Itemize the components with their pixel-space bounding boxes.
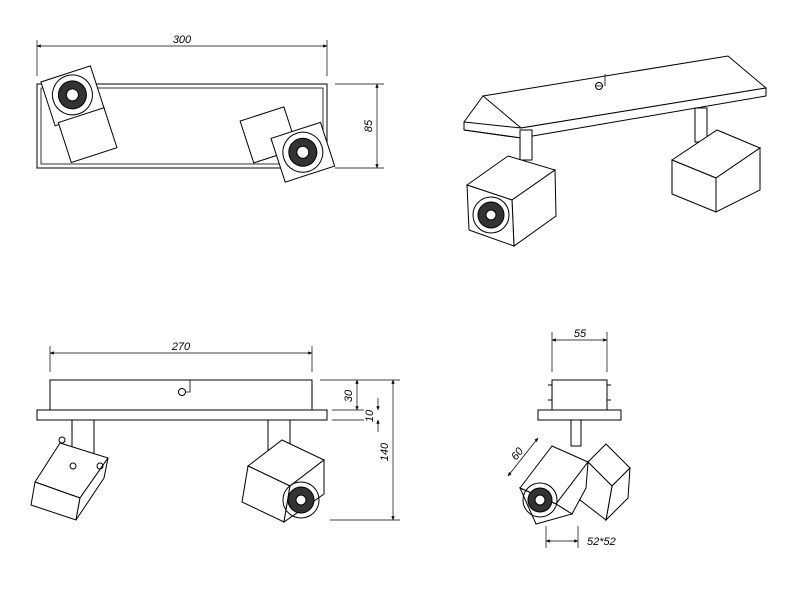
top-view-plate-inner xyxy=(40,87,324,165)
side-arm xyxy=(570,419,582,447)
iso-arm-right xyxy=(694,107,708,143)
side-view: 55 60 52*52 xyxy=(507,328,631,548)
isometric-view xyxy=(463,55,768,247)
dimension-label-85: 85 xyxy=(363,119,375,132)
dimension-line-60 xyxy=(507,437,539,477)
front-plate-base xyxy=(36,409,328,421)
dimension-label-10: 10 xyxy=(364,409,376,422)
dimension-label-300: 300 xyxy=(173,34,192,46)
dimension-label-270: 270 xyxy=(171,341,191,353)
top-view-head-left xyxy=(40,65,118,164)
dimension-label-52x52: 52*52 xyxy=(587,536,616,548)
front-head-right xyxy=(241,439,325,524)
front-view: 270 30 10 140 xyxy=(30,341,400,524)
dimension-label-140: 140 xyxy=(379,442,391,461)
iso-head-right xyxy=(670,129,762,213)
top-view: 300 85 xyxy=(36,34,384,183)
dimension-label-60: 60 xyxy=(509,445,527,463)
side-head-back xyxy=(579,443,631,522)
front-head-left xyxy=(30,436,109,521)
dimension-label-55: 55 xyxy=(574,328,587,340)
top-view-plate xyxy=(36,83,328,169)
iso-arm-left xyxy=(519,129,533,161)
side-plate-base xyxy=(537,409,622,421)
top-view-head-right xyxy=(239,106,336,183)
iso-head-left xyxy=(465,155,557,247)
side-plate xyxy=(551,379,608,411)
iso-screw-icon xyxy=(595,82,603,90)
side-head-front xyxy=(519,445,589,525)
dimension-label-30: 30 xyxy=(343,389,355,402)
